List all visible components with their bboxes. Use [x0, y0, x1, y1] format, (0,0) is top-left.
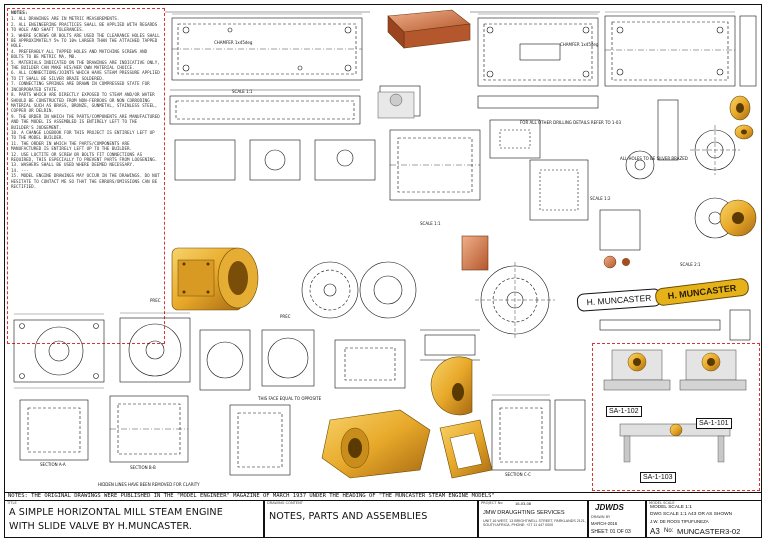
- note-item: 3. WHERE SCREWS OR BOLTS ARE USED THE CL…: [11, 32, 160, 49]
- assembly-tag-sa-1-102: SA-1-102: [606, 406, 642, 417]
- content-label: DRAWING CONTENT: [267, 501, 303, 505]
- drawn-by: J.W. DE ROOS TIPUFUNEZA: [650, 519, 709, 524]
- note-item: 6. ALL CONNECTIONS/JOINTS WHICH HAVE STE…: [11, 70, 160, 81]
- cylinder-cutaway-render: [321, 409, 431, 479]
- title-block: [4, 492, 762, 538]
- drawing-number: MUNCASTER3-02: [677, 527, 741, 536]
- notes-list: 1. ALL DRAWINGS ARE IN METRIC MEASUREMEN…: [11, 16, 161, 189]
- dwg-scale: DWG SCALE 1:1 A43 OR AS SHOWN: [650, 512, 733, 517]
- drawing-title-line1: A SIMPLE HORIZONTAL MILL STEAM ENGINE: [9, 507, 223, 518]
- company-address: UNIT 16 WEST, 13 BRIGHTWELL STREET, PARK…: [483, 519, 586, 528]
- note-item: 11. THE ORDER IN WHICH THE PARTS/COMPONE…: [11, 140, 133, 152]
- chamfer-label: CHAMFER 1x45deg: [214, 40, 253, 45]
- crosshead-guide-plan: [604, 15, 736, 87]
- note-item: 2. ALL ENGINEERING PRACTICES SHALL BE AP…: [11, 21, 158, 33]
- cylinder-cover-front: [301, 261, 359, 319]
- company-name: JMW DRAUGHTING SERVICES: [483, 510, 565, 516]
- section-bb-label: SECTION B-B: [130, 465, 156, 470]
- content-cell: DRAWING CONTENT NOTES, PARTS AND ASSEMBL…: [264, 500, 478, 538]
- drawn-label: DRAWN BY: [591, 515, 611, 519]
- prec-label-2: PREC: [280, 314, 291, 319]
- sheet-size: A3: [650, 527, 660, 536]
- this-face-label: THIS FACE EQUAL TO OPPOSITE: [257, 396, 322, 401]
- cylinder-cover-rear: [359, 261, 417, 319]
- base-plan-view: [171, 17, 363, 81]
- section-c-c: [491, 399, 551, 471]
- dwg-no-label: No:: [664, 528, 674, 534]
- section-cc-label: SECTION C-C: [505, 472, 531, 477]
- note-item: 15. MODEL ENGINE DRAWINGS MAY OCCUR IN T…: [11, 173, 160, 189]
- notes-heading: NOTES:: [11, 11, 28, 16]
- scale-label-4: SCALE 2:1: [680, 262, 701, 267]
- scale-label-2: SCALE 1:1: [420, 221, 441, 226]
- valve-chest-render: [439, 419, 493, 479]
- gasket-render: [461, 235, 489, 271]
- hidden-lines-label: HIDDEN LINES HAVE BEEN REMOVED FOR CLARI…: [98, 482, 200, 487]
- cylinder-flange-plan: [13, 319, 105, 383]
- chamfer-label-2: CHAMFER 1x45deg: [560, 42, 599, 47]
- cover-section-render: [430, 356, 473, 416]
- note-item: 5. MATERIALS INDICATED ON THE DRAWINGS A…: [11, 59, 160, 71]
- model-scale: MODEL SCALE 1:1: [650, 505, 692, 510]
- notes-panel: NOTES: 1. ALL DRAWINGS ARE IN METRIC MEA…: [7, 8, 165, 344]
- title-cell: TITLE A SIMPLE HORIZONTAL MILL STEAM ENG…: [4, 500, 264, 538]
- all-holes-label: ALL HOLES TO BE SILVER BRAZED: [620, 156, 688, 161]
- base-side-view: [169, 95, 361, 125]
- note-item: 12. USE LOCTITE OR SCREW OR BOLTS FIT CO…: [11, 151, 158, 162]
- pillow-block-assembly-renders: [603, 349, 747, 463]
- brass-renders: [171, 9, 757, 479]
- sheet-number: SHEET: 01 OF 03: [591, 529, 631, 535]
- note-item: 4. PREFERABLY ALL TAPPED HOLES AND MATCH…: [11, 48, 148, 60]
- valve-chest-section: [334, 339, 406, 389]
- note-item: 1. ALL DRAWINGS ARE IN METRIC MEASUREMEN…: [11, 16, 120, 22]
- drawing-content: NOTES, PARTS AND ASSEMBLIES: [269, 511, 428, 522]
- scale-label-3: SCALE 1:2: [590, 196, 611, 201]
- model-scale-label: MODEL SCALE: [649, 501, 675, 505]
- scale-label-1: SCALE 1:1: [232, 89, 253, 94]
- prec-label-1: PREC: [150, 298, 161, 303]
- note-item: 7. CONNECTING SPRINGS ARE DRAWN IN COMPR…: [11, 81, 150, 92]
- note-item: 10. A CHANGE LOGBOOK FOR THIS PROJECT IS…: [11, 129, 155, 141]
- drawn-date: MARCH-2016: [591, 521, 618, 526]
- for-all-other-label: FOR ALL OTHER DRILLING DETAILS REFER TO …: [520, 120, 621, 125]
- scale-cell: MODEL SCALE MODEL SCALE 1:1 DWG SCALE 1:…: [646, 500, 762, 538]
- project-number: 16-03-08: [515, 501, 532, 506]
- note-item: 9. THE ORDER IN WHICH THE PARTS/COMPONEN…: [11, 113, 160, 130]
- project-label: PROJECT No: [481, 501, 503, 505]
- section-a-a: [19, 399, 89, 461]
- company-logo: JDWDS: [595, 503, 624, 512]
- title-label: TITLE: [7, 501, 17, 505]
- note-item: 14. ---: [11, 167, 29, 173]
- assembly-tag-sa-1-101: SA-1-101: [696, 418, 732, 429]
- note-item: 8. PARTS WHICH ARE DIRECTLY EXPOSED TO S…: [11, 92, 158, 114]
- drawing-title-line2: WITH SLIDE VALVE BY H.MUNCASTER.: [9, 521, 193, 532]
- company-cell: PROJECT No 16-03-08 JMW DRAUGHTING SERVI…: [478, 500, 588, 538]
- logo-cell: JDWDS DRAWN BY MARCH-2016 SHEET: 01 OF 0…: [588, 500, 646, 538]
- bed-plate-plan: [477, 17, 599, 87]
- cylinder-render: [171, 247, 259, 311]
- assemblies-panel: [592, 343, 760, 491]
- assembly-tag-sa-1-103: SA-1-103: [640, 472, 676, 483]
- note-item: 13. WASHERS SHALL BE USED WHERE DEEMED N…: [11, 162, 135, 168]
- section-aa-label: SECTION A-A: [40, 462, 66, 467]
- publication-note: NOTES: THE ORIGINAL DRAWINGS WERE PUBLIS…: [8, 493, 495, 499]
